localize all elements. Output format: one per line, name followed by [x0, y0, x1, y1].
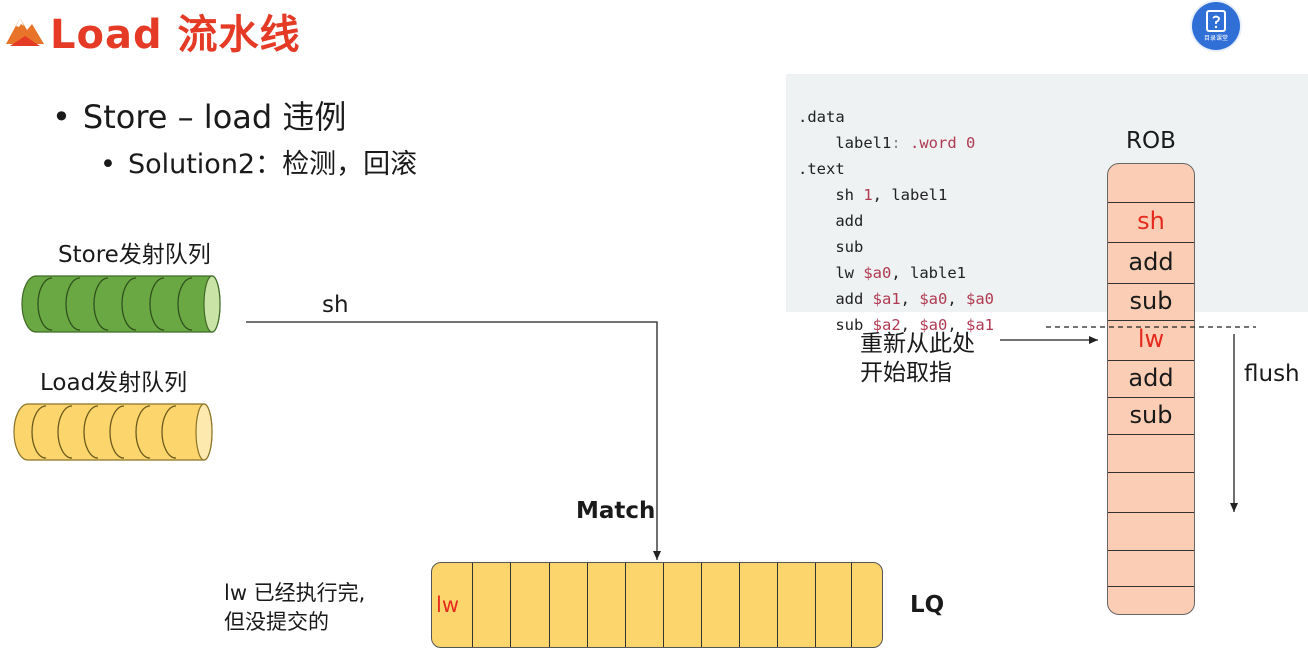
course-badge[interactable]: 目录课堂: [1192, 2, 1240, 50]
rob-entry-add: add: [1128, 364, 1174, 392]
bullet-level1: • Store – load 违例: [52, 92, 346, 138]
code-line: .data: [798, 108, 845, 126]
rob-divider: [1108, 283, 1194, 284]
bullet-level2-text: Solution2：检测，回滚: [127, 149, 418, 180]
rob-divider: [1108, 360, 1194, 361]
code-line: sh 1, label1: [798, 186, 948, 204]
match-label: Match: [576, 498, 656, 524]
load-queue: lw: [431, 562, 883, 648]
code-panel: [786, 74, 1308, 312]
rob-entry-lw: lw: [1137, 325, 1165, 353]
code-line: sub $a2, $a0, $a1: [798, 316, 994, 334]
lq-divider: [472, 563, 473, 647]
refetch-note: 重新从此处 开始取指: [860, 330, 975, 388]
rob-divider: [1108, 472, 1194, 473]
refetch-note-line1: 重新从此处: [860, 331, 975, 357]
load-issue-queue: [13, 403, 213, 461]
rob-divider: [1108, 397, 1194, 398]
lq-divider: [510, 563, 511, 647]
code-line: sub: [798, 238, 864, 256]
bullet-dot: •: [52, 98, 71, 136]
lq-divider: [625, 563, 626, 647]
rob-entry-sub: sub: [1129, 287, 1173, 315]
rob-divider: [1108, 434, 1194, 435]
lw-note-line2: 但没提交的: [224, 610, 329, 634]
lq-divider: [549, 563, 550, 647]
rob-buffer: sh add sub lw add sub: [1107, 163, 1195, 615]
lw-note-line1: lw 已经执行完,: [224, 581, 366, 605]
lq-entry-lw: lw: [436, 593, 460, 617]
load-queue-label: Load发射队列: [40, 370, 188, 396]
lq-divider: [851, 563, 852, 647]
rob-divider: [1108, 586, 1194, 587]
bullet-dot: •: [100, 149, 116, 180]
badge-text: 目录课堂: [1203, 35, 1228, 42]
lq-divider: [815, 563, 816, 647]
sh-forward-arrow: [246, 321, 661, 560]
lw-note: lw 已经执行完, 但没提交的: [224, 579, 365, 637]
rob-divider: [1108, 320, 1194, 321]
rob-entry-sub: sub: [1129, 401, 1173, 429]
rob-entry-sh: sh: [1137, 207, 1165, 235]
code-line: .text: [798, 160, 845, 178]
bullet-level1-text: Store – load 违例: [82, 98, 347, 136]
lq-divider: [777, 563, 778, 647]
store-issue-queue: [21, 275, 221, 333]
rob-divider: [1108, 202, 1194, 203]
edit-document-icon: [1206, 10, 1226, 32]
lq-divider: [587, 563, 588, 647]
lq-divider: [701, 563, 702, 647]
lq-divider: [663, 563, 664, 647]
refetch-note-line2: 开始取指: [860, 360, 952, 386]
lq-label: LQ: [910, 592, 945, 618]
mountain-logo-icon: [6, 18, 44, 46]
page-title: Load 流水线: [50, 12, 301, 58]
flush-label: flush: [1244, 361, 1300, 387]
rob-divider: [1108, 242, 1194, 243]
bullet-level2: • Solution2：检测，回滚: [100, 142, 417, 181]
code-line: add $a1, $a0, $a0: [798, 290, 994, 308]
code-line: lw $a0, lable1: [798, 264, 966, 282]
rob-divider: [1108, 512, 1194, 513]
sh-arrow-label: sh: [322, 292, 349, 318]
code-line: label1: .word 0: [798, 134, 976, 152]
rob-title: ROB: [1126, 128, 1176, 154]
code-listing: .data label1: .word 0 .text sh 1, label1…: [798, 78, 994, 338]
rob-entry-add: add: [1128, 248, 1174, 276]
code-line: add: [798, 212, 864, 230]
store-queue-label: Store发射队列: [58, 242, 211, 268]
lq-divider: [739, 563, 740, 647]
rob-divider: [1108, 550, 1194, 551]
